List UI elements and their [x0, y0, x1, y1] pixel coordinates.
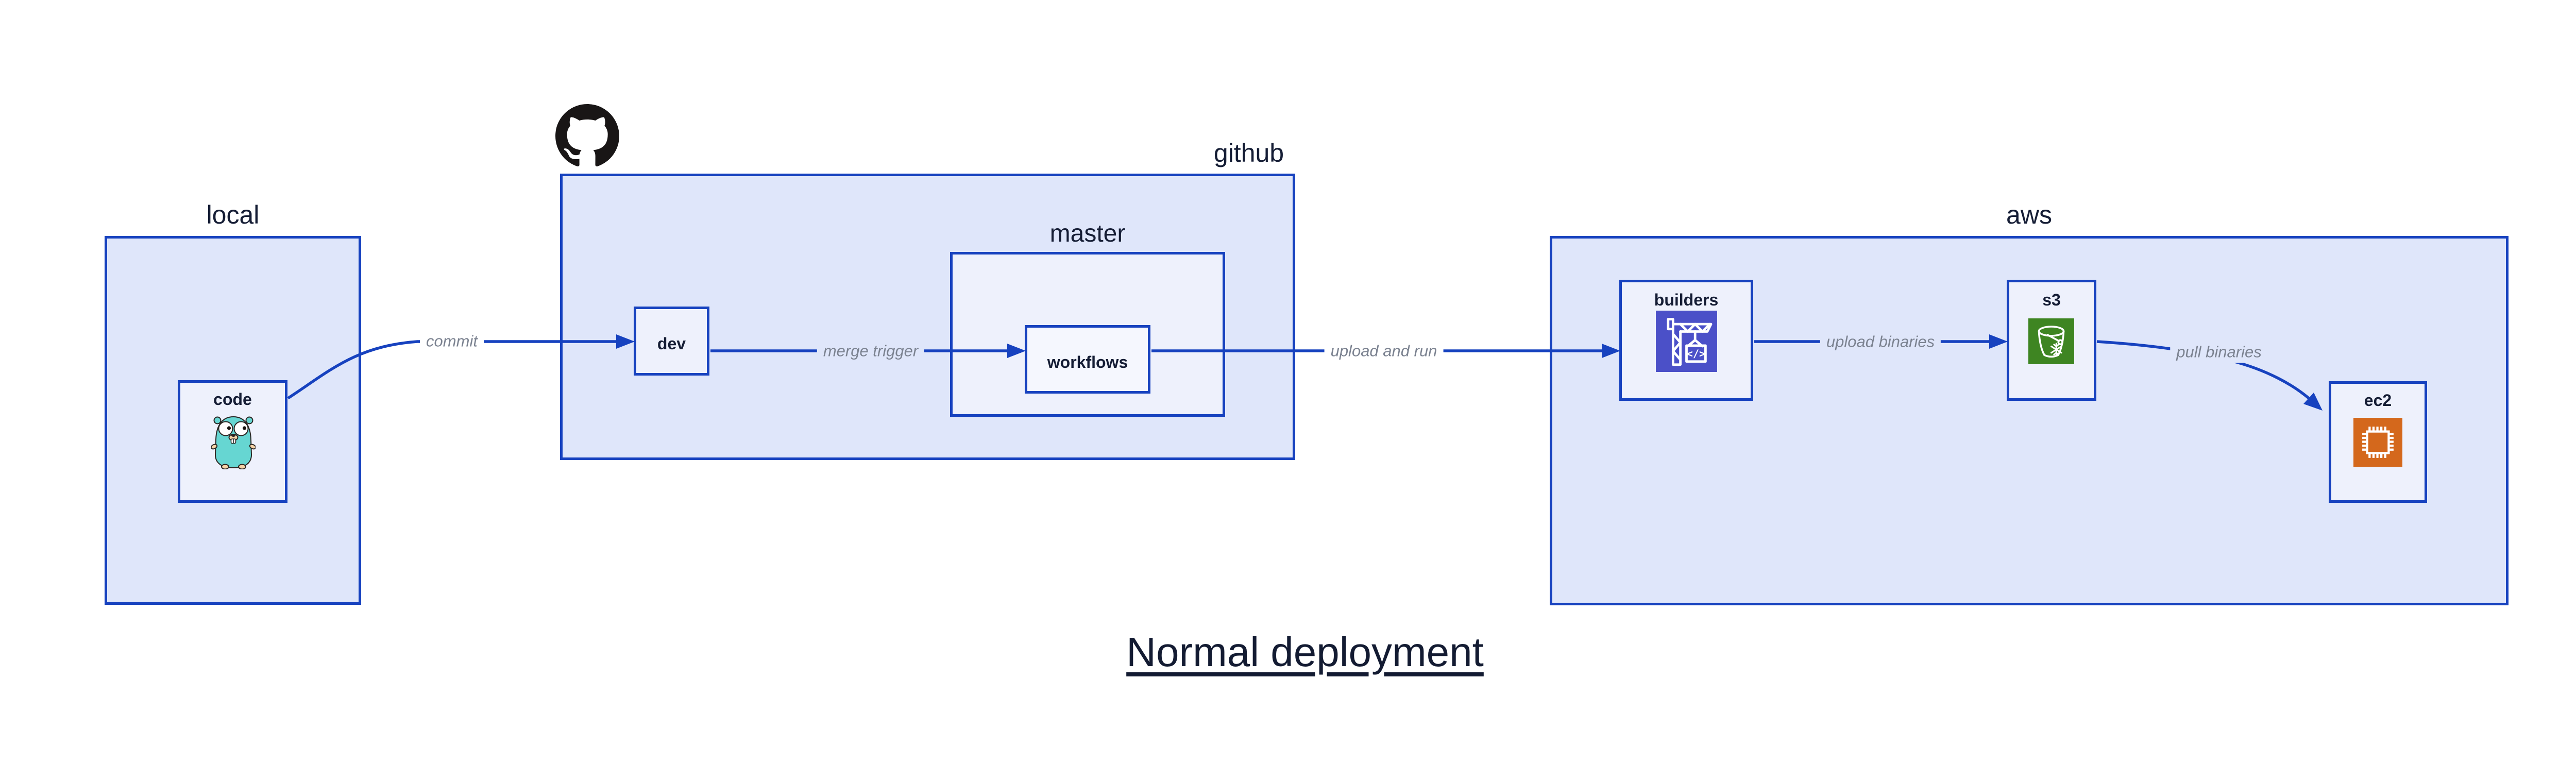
github-group-label: github — [1213, 139, 1284, 167]
aws-group-label: aws — [2006, 200, 2052, 229]
master-group-label: master — [1049, 220, 1126, 247]
codebuild-code-glyph: </> — [1687, 347, 1706, 360]
go-gopher-icon — [211, 416, 256, 469]
upload-and-run-edge-label: upload and run — [1324, 339, 1444, 362]
builders-node-box: builders </> — [1619, 280, 1753, 401]
upload-binaries-edge-label: upload binaries — [1820, 330, 1941, 353]
s3-node-label: s3 — [2042, 291, 2061, 309]
merge-trigger-edge-label: merge trigger — [817, 339, 925, 362]
s3-node-box: s3 — [2007, 280, 2096, 401]
pull-binaries-edge-label: pull binaries — [2170, 341, 2268, 363]
diagram-title: Normal deployment — [1126, 629, 1484, 675]
ec2-node-label: ec2 — [2364, 391, 2392, 410]
aws-s3-bucket-snowflake-icon — [2028, 318, 2074, 364]
workflows-node-label: workflows — [1047, 353, 1128, 371]
dev-node-label: dev — [657, 334, 686, 353]
github-octocat-logo-icon — [555, 104, 619, 166]
commit-edge-label: commit — [420, 330, 484, 352]
code-node-label: code — [213, 390, 252, 409]
aws-ec2-chip-icon — [2353, 418, 2402, 467]
ec2-node-box: ec2 — [2329, 381, 2427, 503]
aws-codebuild-crane-icon: </> — [1656, 311, 1717, 372]
local-group-label: local — [206, 200, 260, 229]
dev-node-box: dev — [634, 307, 709, 376]
code-node-box: code — [178, 380, 287, 503]
workflows-node-box: workflows — [1025, 325, 1150, 394]
builders-node-label: builders — [1654, 291, 1719, 309]
